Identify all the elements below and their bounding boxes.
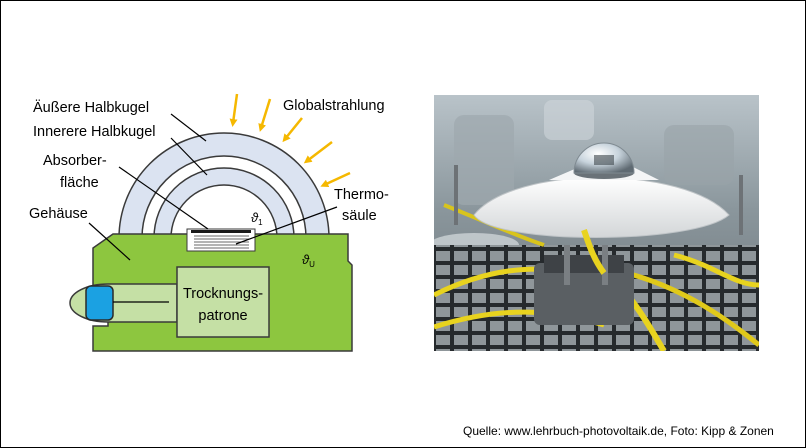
label-absorber-line1: Absorber- bbox=[43, 153, 107, 169]
label-thermopile-line2: säule bbox=[342, 208, 377, 224]
label-outer-dome: Äußere Halbkugel bbox=[33, 99, 149, 116]
absorber-surface bbox=[191, 230, 251, 233]
label-thermopile-line1: Thermo- bbox=[334, 187, 389, 203]
desiccant-block bbox=[85, 285, 114, 321]
cartridge-chamber bbox=[176, 266, 270, 338]
label-absorber-line2: fläche bbox=[60, 175, 99, 191]
global-radiation-arrows bbox=[229, 93, 351, 187]
leader-lines bbox=[88, 113, 338, 303]
label-theta-u: ϑU bbox=[302, 252, 315, 269]
label-desiccant-line2: patrone bbox=[198, 308, 247, 324]
inner-dome bbox=[153, 167, 295, 239]
pyranometer-diagram: Äußere Halbkugel Innerere Halbkugel Abso… bbox=[29, 93, 389, 352]
label-theta-1: ϑ1 bbox=[251, 210, 263, 227]
pyranometer-photo bbox=[434, 95, 759, 351]
label-global-radiation: Globalstrahlung bbox=[283, 98, 385, 114]
label-inner-dome: Innerere Halbkugel bbox=[33, 124, 156, 140]
source-caption: Quelle: www.lehrbuch-photovoltaik.de, Fo… bbox=[463, 424, 774, 438]
label-housing: Gehäuse bbox=[29, 206, 88, 222]
label-desiccant-line1: Trocknungs- bbox=[183, 286, 263, 302]
